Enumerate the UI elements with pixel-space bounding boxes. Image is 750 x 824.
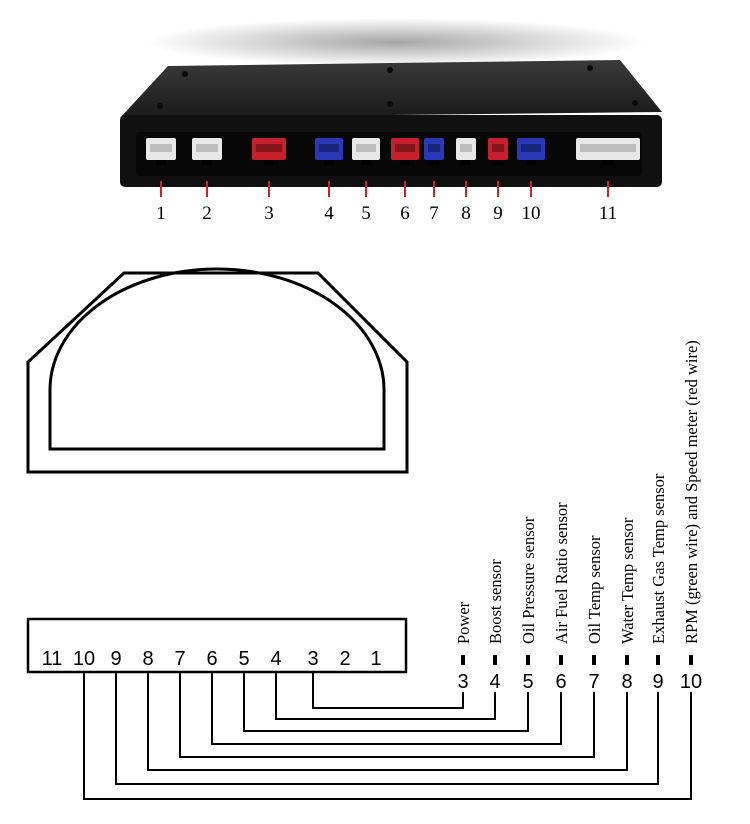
port-2-connector xyxy=(192,138,222,165)
wire-8-label: Water Temp sensor xyxy=(618,517,637,644)
wire-3 xyxy=(312,672,464,709)
strip-pin-1-label: 1 xyxy=(370,648,381,670)
connector-strip-body xyxy=(26,617,408,674)
wire-8 xyxy=(147,672,628,771)
wire-7-number: 7 xyxy=(588,671,599,693)
wire-6-number: 6 xyxy=(555,671,566,693)
port-4-connector xyxy=(315,138,343,165)
strip-pin-5-label: 5 xyxy=(238,648,249,670)
strip-pin-10-label: 10 xyxy=(73,648,95,670)
port-ticks xyxy=(160,181,609,197)
port-6-connector xyxy=(391,138,419,165)
wire-4 xyxy=(275,672,496,720)
port-4-label: 4 xyxy=(324,203,334,224)
strip-pin-3-label: 3 xyxy=(307,648,318,670)
wire-7-label: Oil Temp sensor xyxy=(585,535,604,644)
wire-8-number: 8 xyxy=(621,671,632,693)
wire-labels: 3 Power 4 Boost sensor 5 Oil Pressure sensor 6… xyxy=(454,340,702,693)
wire-5 xyxy=(243,672,529,732)
device-ports xyxy=(146,138,640,165)
port-1-label: 1 xyxy=(156,203,166,224)
port-10-connector xyxy=(517,138,545,165)
strip-pin-11-label: 11 xyxy=(42,648,63,670)
gauge-bezel xyxy=(26,271,409,474)
wire-5-label: Oil Pressure sensor xyxy=(519,516,538,644)
port-3-connector xyxy=(252,138,286,165)
wire-4-label: Boost sensor xyxy=(486,559,505,644)
wire-4-number: 4 xyxy=(489,671,500,693)
wire-3-label: Power xyxy=(454,601,473,644)
wire-3-number: 3 xyxy=(457,671,468,693)
strip-pin-7-label: 7 xyxy=(174,648,185,670)
wire-5-number: 5 xyxy=(522,671,533,693)
port-7-connector xyxy=(424,138,444,165)
port-11-connector xyxy=(576,138,640,165)
wire-9 xyxy=(115,672,659,785)
strip-pin-6-label: 6 xyxy=(206,648,217,670)
port-5-connector xyxy=(352,138,380,165)
port-7-label: 7 xyxy=(429,203,439,224)
wires xyxy=(83,655,693,800)
wire-10-number: 10 xyxy=(680,671,702,693)
port-2-label: 2 xyxy=(202,203,212,224)
control-box-top xyxy=(120,60,662,118)
wire-9-number: 9 xyxy=(652,671,663,693)
wire-6 xyxy=(211,672,562,745)
port-8-connector xyxy=(456,138,476,165)
port-9-label: 9 xyxy=(493,203,503,224)
port-9-connector xyxy=(488,138,508,165)
port-5-label: 5 xyxy=(361,203,371,224)
strip-pin-4-label: 4 xyxy=(270,648,281,670)
wire-6-label: Air Fuel Ratio sensor xyxy=(552,502,571,644)
port-10-label: 10 xyxy=(522,203,541,224)
port-1-connector xyxy=(146,138,176,165)
strip-pin-2-label: 2 xyxy=(339,648,350,670)
port-3-label: 3 xyxy=(264,203,274,224)
strip-pin-8-label: 8 xyxy=(142,648,153,670)
port-11-label: 11 xyxy=(599,203,617,224)
gauge-face xyxy=(48,267,386,451)
strip-pin-9-label: 9 xyxy=(110,648,121,670)
wire-9-label: Exhaust Gas Temp sensor xyxy=(649,473,668,644)
wire-10-label: RPM (green wire) and Speed meter (red wi… xyxy=(682,340,701,644)
wire-7 xyxy=(179,672,595,758)
port-8-label: 8 xyxy=(461,203,471,224)
port-6-label: 6 xyxy=(400,203,410,224)
gauge-outline xyxy=(26,267,409,474)
wire-10 xyxy=(83,672,692,800)
